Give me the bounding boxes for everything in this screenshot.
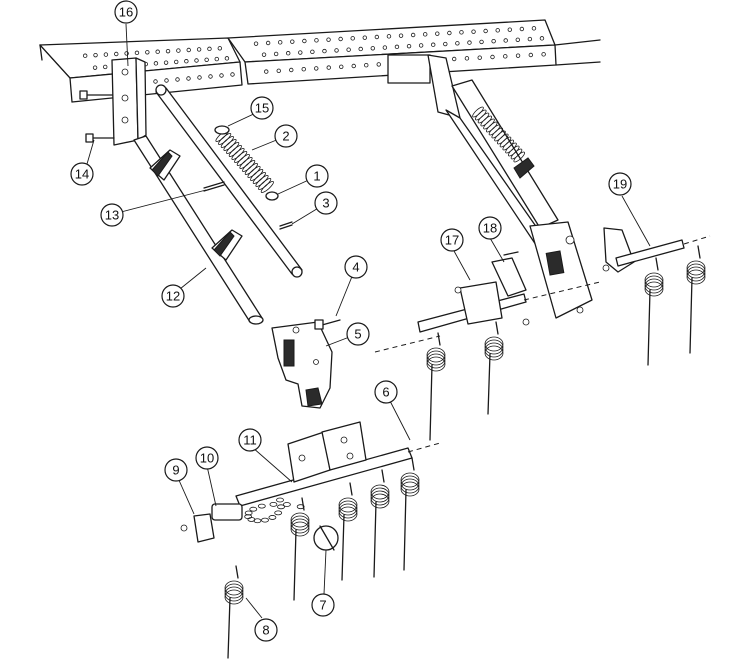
callout-10-label: 10 bbox=[200, 451, 214, 466]
spring-collar bbox=[265, 191, 279, 201]
callout-8-label: 8 bbox=[262, 623, 269, 638]
callout-3-label: 3 bbox=[322, 196, 329, 211]
callout-19: 19 bbox=[608, 172, 632, 196]
callout-4-label: 4 bbox=[352, 260, 359, 275]
callout-17-label: 17 bbox=[445, 233, 459, 248]
callout-4: 4 bbox=[344, 255, 368, 279]
callout-5-label: 5 bbox=[354, 327, 361, 342]
tine-bar-lower bbox=[180, 421, 441, 543]
callout-6: 6 bbox=[374, 380, 398, 404]
callout-11: 11 bbox=[238, 428, 262, 452]
callout-15: 15 bbox=[250, 96, 274, 120]
callout-17: 17 bbox=[440, 228, 464, 252]
split-pin bbox=[279, 221, 293, 230]
callout-8: 8 bbox=[254, 618, 278, 642]
pivot-bracket bbox=[271, 321, 333, 409]
retaining-chain bbox=[244, 497, 305, 524]
callout-3: 3 bbox=[314, 191, 338, 215]
callout-2-label: 2 bbox=[282, 129, 289, 144]
callout-5: 5 bbox=[346, 322, 370, 346]
spring-tines bbox=[224, 245, 706, 659]
mounting-bracket bbox=[111, 57, 147, 146]
leader-lines bbox=[86, 23, 651, 619]
spring-rod bbox=[155, 84, 303, 278]
callout-12: 12 bbox=[161, 284, 185, 308]
washer bbox=[214, 125, 230, 135]
callout-13: 13 bbox=[100, 203, 124, 227]
callout-1: 1 bbox=[305, 164, 329, 188]
callout-16: 16 bbox=[114, 0, 138, 24]
callout-18: 18 bbox=[478, 216, 502, 240]
callout-7: 7 bbox=[311, 593, 335, 617]
bolt-upper bbox=[79, 90, 113, 100]
callout-14-label: 14 bbox=[75, 167, 89, 182]
callout-19-label: 19 bbox=[613, 177, 627, 192]
callout-10: 10 bbox=[195, 446, 219, 470]
frame-beam-right bbox=[227, 19, 601, 85]
callout-11-label: 11 bbox=[243, 433, 257, 448]
callout-9: 9 bbox=[164, 458, 188, 482]
cotter-pin bbox=[203, 181, 225, 192]
callout-15-label: 15 bbox=[255, 101, 269, 116]
callout-7-label: 7 bbox=[319, 598, 326, 613]
tine-arm-right bbox=[427, 54, 593, 319]
tine-bar-right bbox=[602, 227, 711, 273]
lynch-pin bbox=[313, 525, 339, 551]
callout-6-label: 6 bbox=[382, 385, 389, 400]
callout-9-label: 9 bbox=[172, 463, 179, 478]
callout-12-label: 12 bbox=[166, 289, 180, 304]
tine-arm-left bbox=[133, 135, 264, 325]
tine-bar-middle bbox=[374, 251, 601, 353]
callout-13-label: 13 bbox=[105, 208, 119, 223]
callout-1-label: 1 bbox=[313, 169, 320, 184]
callout-2: 2 bbox=[274, 124, 298, 148]
compression-spring bbox=[215, 130, 274, 193]
callout-14: 14 bbox=[70, 162, 94, 186]
callout-18-label: 18 bbox=[483, 221, 497, 236]
bolt-lower bbox=[85, 133, 115, 143]
callout-16-label: 16 bbox=[119, 5, 133, 20]
pivot-bolt bbox=[314, 319, 341, 330]
